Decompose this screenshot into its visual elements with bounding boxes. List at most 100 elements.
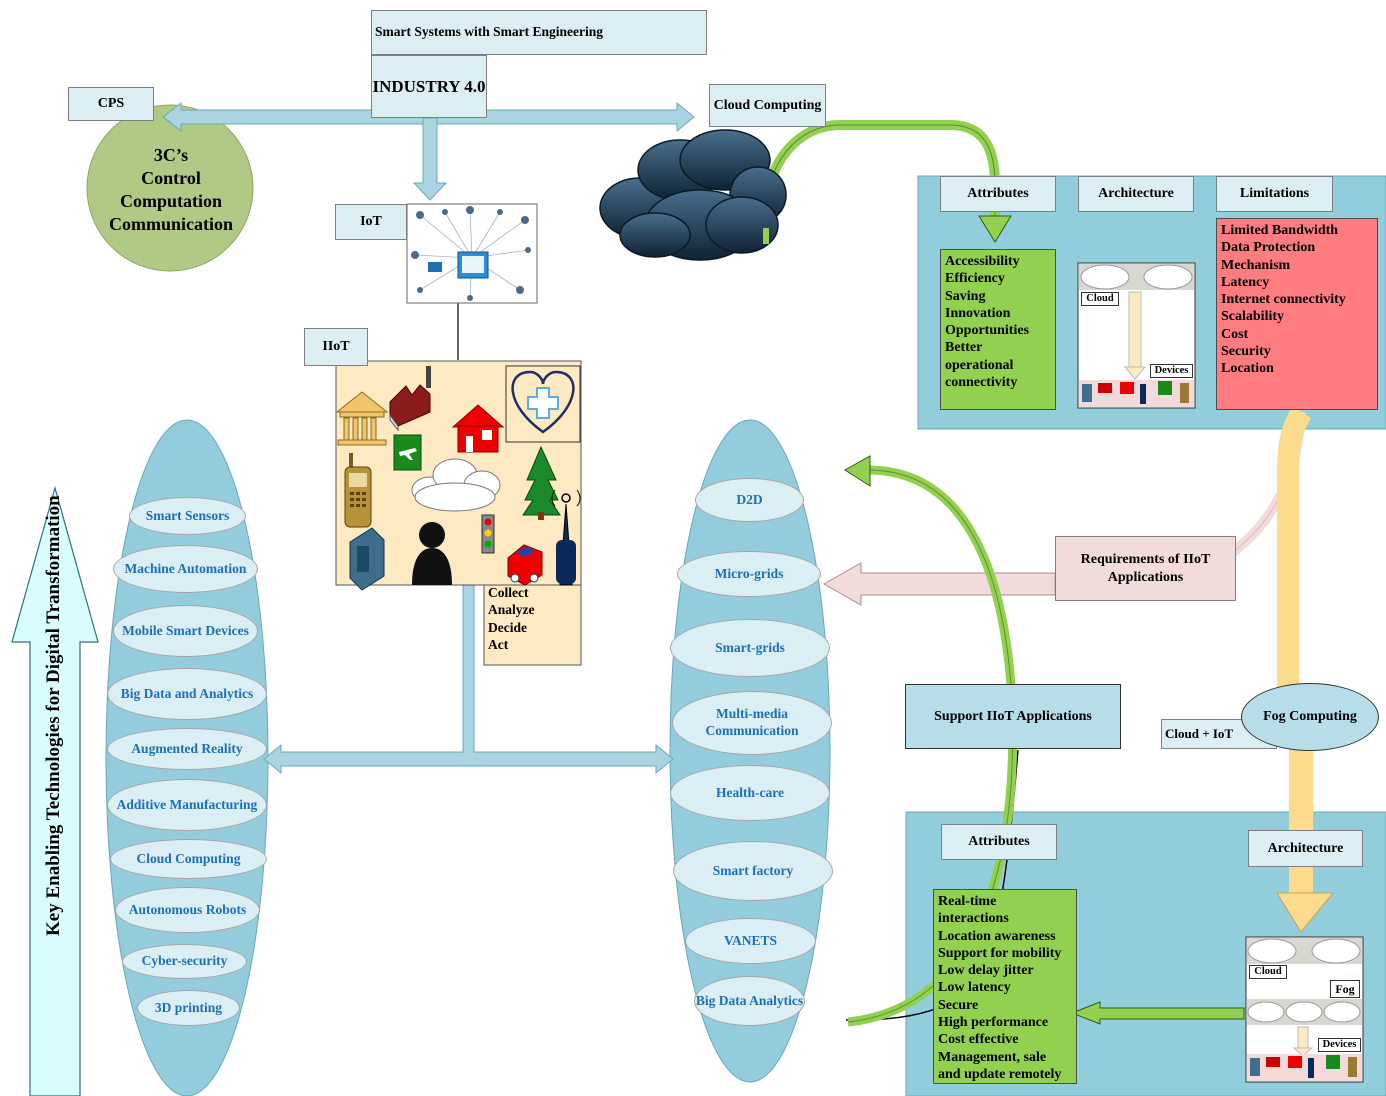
fog-attribute: and update remotely [938,1066,1062,1082]
fog-attribute: Cost effective [938,1032,1019,1048]
3cs-line-1: 3C’s [153,145,189,165]
app-item-micro-grids: Micro-grids [677,551,821,597]
cloud-limitations-list: Limited Bandwidth Data Protection Mechan… [1216,218,1378,410]
cloud-limitation: Security [1221,344,1271,360]
app-item-multimedia: Multi-media Communication [672,691,832,755]
app-item-health-care: Health-care [670,765,830,821]
fog-attributes-list: Real-time interactions Location awarenes… [933,889,1077,1084]
bank-icon [335,391,389,446]
tech-item-additive-manufacturing: Additive Manufacturing [107,779,267,831]
green-arrow-fog [1070,1001,1245,1025]
fog-architecture-thumbnail [1245,936,1364,1083]
cloud-limitation: Internet connectivity [1221,292,1346,308]
fog-attribute: Low latency [938,980,1011,996]
cloud-limitation: Cost [1221,326,1249,342]
cloud-attribute: Opportunities [945,323,1030,339]
cloud-attribute: Innovation [945,305,1011,321]
fog-attribute: Management, sale [938,1049,1047,1065]
app-item-d2d: D2D [695,478,804,522]
fog-attribute: Low delay jitter [938,963,1034,979]
app-item-smart-grids: Smart-grids [670,619,830,677]
arch-devices-label: Devices [1150,364,1193,378]
app-item-vanets: VANETS [685,918,816,964]
iiot-steps: Collect Analyze Decide Act [488,584,578,653]
tech-item-augmented-reality: Augmented Reality [107,728,267,770]
antenna-icon [551,489,581,586]
car-icon [507,544,543,586]
app-item-big-data-analytics: Big Data Analytics [694,976,805,1026]
cloud-attribute: operational [945,357,1014,373]
yellow-path [1277,405,1312,690]
3cs-line-4: Communication [108,214,233,234]
cloud-attributes-list: Accessibility Efficiency Saving Innovati… [940,249,1056,410]
tech-item-3d-printing: 3D printing [137,990,240,1026]
pink-arrow [822,562,1056,606]
cloud-architecture-tab: Architecture [1078,176,1194,212]
iiot-label: IIoT [304,328,368,366]
cloud-limitation: Mechanism [1221,257,1291,273]
support-iiot-box: Support IIoT Applications [905,684,1121,749]
bottom-double-arrow [263,584,674,775]
dark-cloud-icon [599,129,787,261]
cps-label: CPS [68,87,154,121]
tech-item-machine-automation: Machine Automation [113,545,258,593]
fog-attribute: interactions [938,911,1009,927]
iiot-step: Analyze [488,602,535,618]
fog-attribute: Real-time [938,894,997,909]
fog-arch-fog-label: Fog [1330,980,1360,998]
fog-attribute: Secure [938,997,979,1013]
fog-arch-cloud-label: Cloud [1249,965,1287,979]
yellow-arrow-head [1276,892,1335,933]
iot-label: IoT [335,204,407,240]
tech-item-autonomous-robots: Autonomous Robots [115,887,260,933]
tree-icon [522,445,561,520]
cloud-computing-label: Cloud Computing [709,84,826,127]
router-icon [349,527,385,591]
iot-network-icon [406,203,538,304]
cloud-limitations-tab: Limitations [1216,176,1333,212]
arch-cloud-label: Cloud [1081,292,1119,306]
fog-attribute: Location awareness [938,928,1056,944]
cloud-limitation: Latency [1221,274,1270,290]
cloud-architecture-thumbnail [1077,262,1196,409]
airplane-sign-icon [393,434,422,471]
house-icon [451,404,505,453]
3cs-text: 3C’s Control Computation Communication [92,140,250,240]
tech-item-mobile-smart-devices: Mobile Smart Devices [113,605,258,657]
fog-arch-devices-label: Devices [1318,1038,1361,1052]
cloud-limitation: Data Protection [1221,240,1316,256]
down-arrow-iot [412,117,448,201]
iiot-step: Act [488,636,509,652]
industry-label: INDUSTRY 4.0 [371,55,487,118]
requirements-box: Requirements of IIoT Applications [1055,536,1236,601]
cloud-attribute: Better [945,340,983,356]
phone-icon [344,453,372,528]
smart-systems-label: Smart Systems with Smart Engineering [371,10,707,55]
cloud-attribute: Accessibility [945,254,1020,269]
cloud-limitation: Scalability [1221,309,1285,325]
iiot-step: Collect [488,585,529,600]
cloud-attribute: Efficiency [945,271,1005,287]
fog-attribute: High performance [938,1015,1049,1031]
key-technologies-title: Key Enabling Technologies for Digital Tr… [43,495,64,936]
fog-attributes-tab: Attributes [941,824,1057,860]
cloud-limitation: Location [1221,361,1274,377]
3cs-line-2: Control [141,168,201,188]
tech-item-cyber-security: Cyber-security [122,944,247,979]
tech-item-smart-sensors: Smart Sensors [129,497,246,535]
3cs-circle [86,104,254,272]
factory-icon [389,366,431,432]
iiot-step: Decide [488,619,527,635]
person-icon [412,522,452,585]
fog-architecture-tab: Architecture [1248,830,1363,867]
fog-computing-ellipse: Fog Computing [1241,683,1379,751]
cloud-attributes-tab: Attributes [940,176,1056,212]
3cs-line-3: Computation [119,191,222,211]
traffic-light-icon [481,514,495,554]
heart-plus-icon [505,365,581,443]
cloud-attribute: Saving [945,288,986,304]
cloud-attribute: connectivity [945,375,1018,391]
tech-item-cloud-computing: Cloud Computing [110,839,267,879]
upward-arrow [11,485,99,1096]
